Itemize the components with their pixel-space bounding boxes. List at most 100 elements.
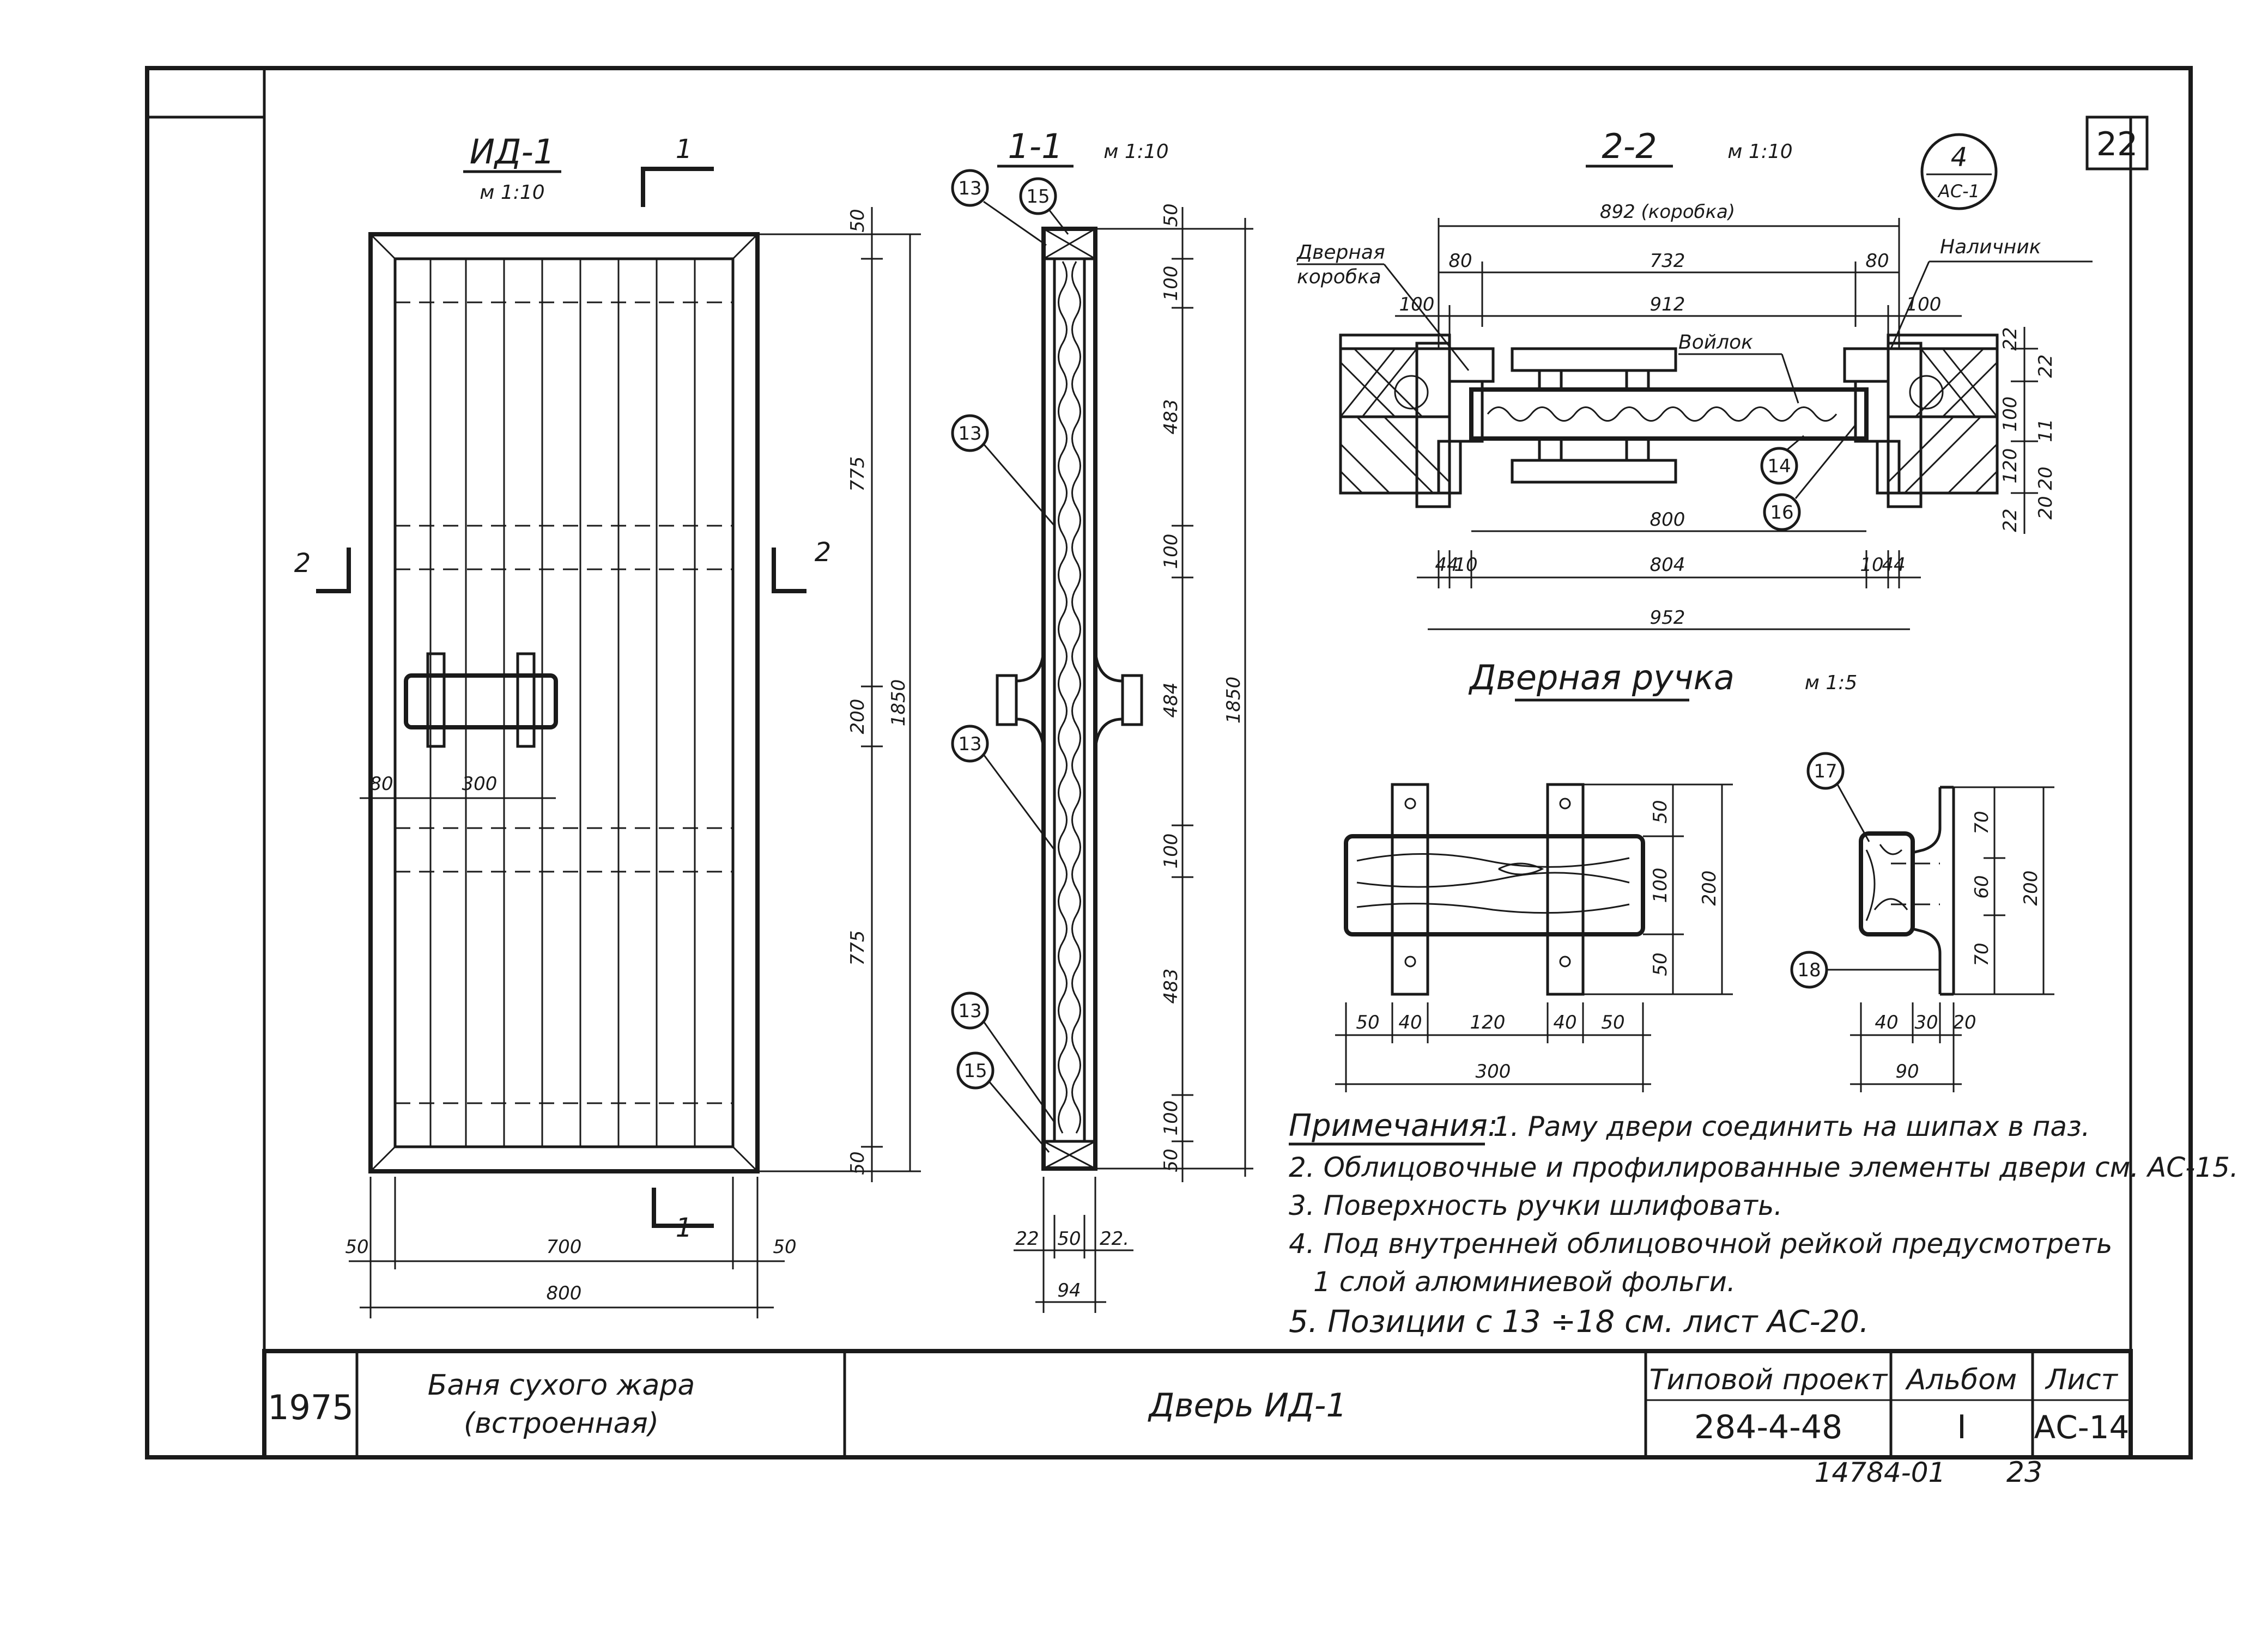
note-2: 2. Облицовочные и профилированные элемен… xyxy=(1289,1152,2239,1183)
section22-left-jamb xyxy=(1339,333,1495,508)
callout-13-mid2: 13 xyxy=(958,733,981,755)
callout-14: 14 xyxy=(1767,455,1791,477)
callout-15-top: 15 xyxy=(1026,186,1050,208)
sec-dim-483-b: 483 xyxy=(1160,969,1182,1004)
section22-title: 2-2 xyxy=(1602,126,1657,166)
h-dim-100: 100 xyxy=(1650,868,1671,903)
notes-heading: Примечания: xyxy=(1289,1108,1498,1144)
s2-dim-44-right: 44 xyxy=(1882,554,1905,576)
elev-dim-700: 700 xyxy=(547,1236,582,1258)
callout-13-top: 13 xyxy=(958,178,981,199)
sec-dim-1850: 1850 xyxy=(1223,677,1245,724)
sec-dim-94: 94 xyxy=(1057,1280,1081,1301)
section-mark-bottom: 1 xyxy=(676,1213,693,1243)
p-dim-40: 40 xyxy=(1875,1012,1898,1033)
callout-16: 16 xyxy=(1770,502,1793,524)
s2-dim-v120: 120 xyxy=(1999,448,2021,484)
callout-18: 18 xyxy=(1797,959,1821,981)
title-album-value: I xyxy=(1957,1408,1967,1446)
callout-13-mid1: 13 xyxy=(958,423,981,445)
elevation-title: ИД-1 xyxy=(470,132,555,172)
label-trim: Наличник xyxy=(1940,236,2041,258)
section22-door-leaf xyxy=(1469,347,1869,484)
sec-dim-100-b: 100 xyxy=(1160,534,1182,569)
h-dim-40-left: 40 xyxy=(1398,1012,1422,1033)
callout-13-bot: 13 xyxy=(958,1000,981,1022)
sec-dim-100-d: 100 xyxy=(1160,1100,1182,1136)
section22-right-jamb xyxy=(1843,333,1999,508)
label-door-frame-2: коробка xyxy=(1297,266,1381,288)
bottom-page: 23 xyxy=(2006,1456,2042,1489)
elevation-handle xyxy=(404,652,558,748)
elev-dim-50-top: 50 xyxy=(847,209,869,232)
section11-scale: м 1:10 xyxy=(1103,141,1168,163)
s2-dim-v22a: 22 xyxy=(1999,327,2021,350)
section22-scale: м 1:10 xyxy=(1727,141,1792,163)
p-dim-60: 60 xyxy=(1971,875,1993,898)
sec-dim-483-a: 483 xyxy=(1160,399,1182,435)
sec-dim-22-b: 22. xyxy=(1100,1228,1129,1250)
sec-dim-50-top: 50 xyxy=(1160,203,1182,227)
p-dim-20: 20 xyxy=(1952,1012,1976,1033)
s2-dim-v11: 11 xyxy=(2035,418,2057,442)
section2-mark-right: 2 xyxy=(815,537,832,568)
s2-dim-732: 732 xyxy=(1650,250,1685,272)
s2-dim-10-right: 10 xyxy=(1860,554,1883,576)
bottom-code: 14784-01 xyxy=(1815,1457,1946,1488)
handle-scale: м 1:5 xyxy=(1805,672,1858,694)
door-boards xyxy=(429,259,696,1147)
title-object-line2: (встроенная) xyxy=(464,1407,659,1440)
title-object-line1: Баня сухого жара xyxy=(428,1369,695,1402)
s2-dim-800: 800 xyxy=(1650,509,1685,531)
title-project-code: 284-4-48 xyxy=(1694,1408,1842,1446)
s2-dim-100-left: 100 xyxy=(1399,294,1435,315)
elev-dim-800: 800 xyxy=(547,1282,582,1304)
p-dim-90: 90 xyxy=(1895,1061,1919,1082)
title-sheet-value: АС-14 xyxy=(2034,1409,2130,1446)
note-1: 1. Раму двери соединить на шипах в паз. xyxy=(1493,1111,2090,1142)
section-1-1: 1-1 м 1:10 50 100 4 xyxy=(951,126,1253,1313)
sec-dim-100-a: 100 xyxy=(1160,266,1182,301)
h-dim-40-right: 40 xyxy=(1553,1012,1576,1033)
callout-15-bot: 15 xyxy=(963,1060,987,1082)
elev-dim-775-a: 775 xyxy=(847,457,869,492)
sec-dim-484: 484 xyxy=(1160,683,1182,718)
s2-dim-804: 804 xyxy=(1650,554,1685,576)
section11-callouts: 13 15 13 13 13 15 xyxy=(951,169,1069,1153)
elev-dim-1850: 1850 xyxy=(888,679,909,727)
title-sheet-label: Лист xyxy=(2045,1364,2118,1396)
elev-dim-50-left: 50 xyxy=(345,1236,368,1258)
sec-dim-22-a: 22 xyxy=(1015,1228,1039,1250)
s2-dim-80-left: 80 xyxy=(1448,250,1472,272)
s2-dim-v22c: 22 xyxy=(1999,508,2021,532)
title-block: 1975 Баня сухого жара (встроенная) Дверь… xyxy=(262,1349,2133,1489)
elev-dim-80: 80 xyxy=(369,773,393,795)
note-4b: 1 слой алюминиевой фольги. xyxy=(1313,1266,1736,1298)
sec-dim-50: 50 xyxy=(1057,1228,1081,1250)
s2-dim-100-right: 100 xyxy=(1906,294,1942,315)
note-4a: 4. Под внутренней облицовочной рейкой пр… xyxy=(1289,1228,2112,1260)
p-dim-200: 200 xyxy=(2020,871,2042,906)
title-album-label: Альбом xyxy=(1905,1364,2017,1396)
elev-dim-50-bot: 50 xyxy=(847,1151,869,1175)
handle-title: Дверная ручка xyxy=(1468,658,1735,697)
p-dim-70-bot: 70 xyxy=(1971,942,1993,966)
h-dim-300: 300 xyxy=(1476,1061,1511,1082)
elev-dim-775-b: 775 xyxy=(847,930,869,966)
elevation-scale: м 1:10 xyxy=(480,181,544,204)
title-drawing-name: Дверь ИД-1 xyxy=(1147,1386,1347,1425)
section-2-2: 2-2 м 1:10 4 АС-1 Дверная коробка Наличн… xyxy=(1296,126,2093,630)
section11-title: 1-1 xyxy=(1008,126,1063,166)
section-mark-top: 1 xyxy=(676,134,693,165)
p-dim-70-top: 70 xyxy=(1971,811,1993,834)
s2-dim-952: 952 xyxy=(1650,607,1685,629)
h-dim-50-right: 50 xyxy=(1601,1012,1624,1033)
title-project-label: Типовой проект xyxy=(1650,1364,1888,1396)
s2-dim-80-right: 80 xyxy=(1865,250,1889,272)
notes: Примечания: 1. Раму двери соединить на ш… xyxy=(1289,1108,2239,1340)
p-dim-30: 30 xyxy=(1914,1012,1938,1033)
ref-circle-bottom: АС-1 xyxy=(1937,181,1980,202)
door-elevation: ИД-1 м 1:10 1 xyxy=(294,132,921,1318)
sheet-number: 22 xyxy=(2096,125,2138,163)
label-felt: Войлок xyxy=(1678,331,1753,354)
